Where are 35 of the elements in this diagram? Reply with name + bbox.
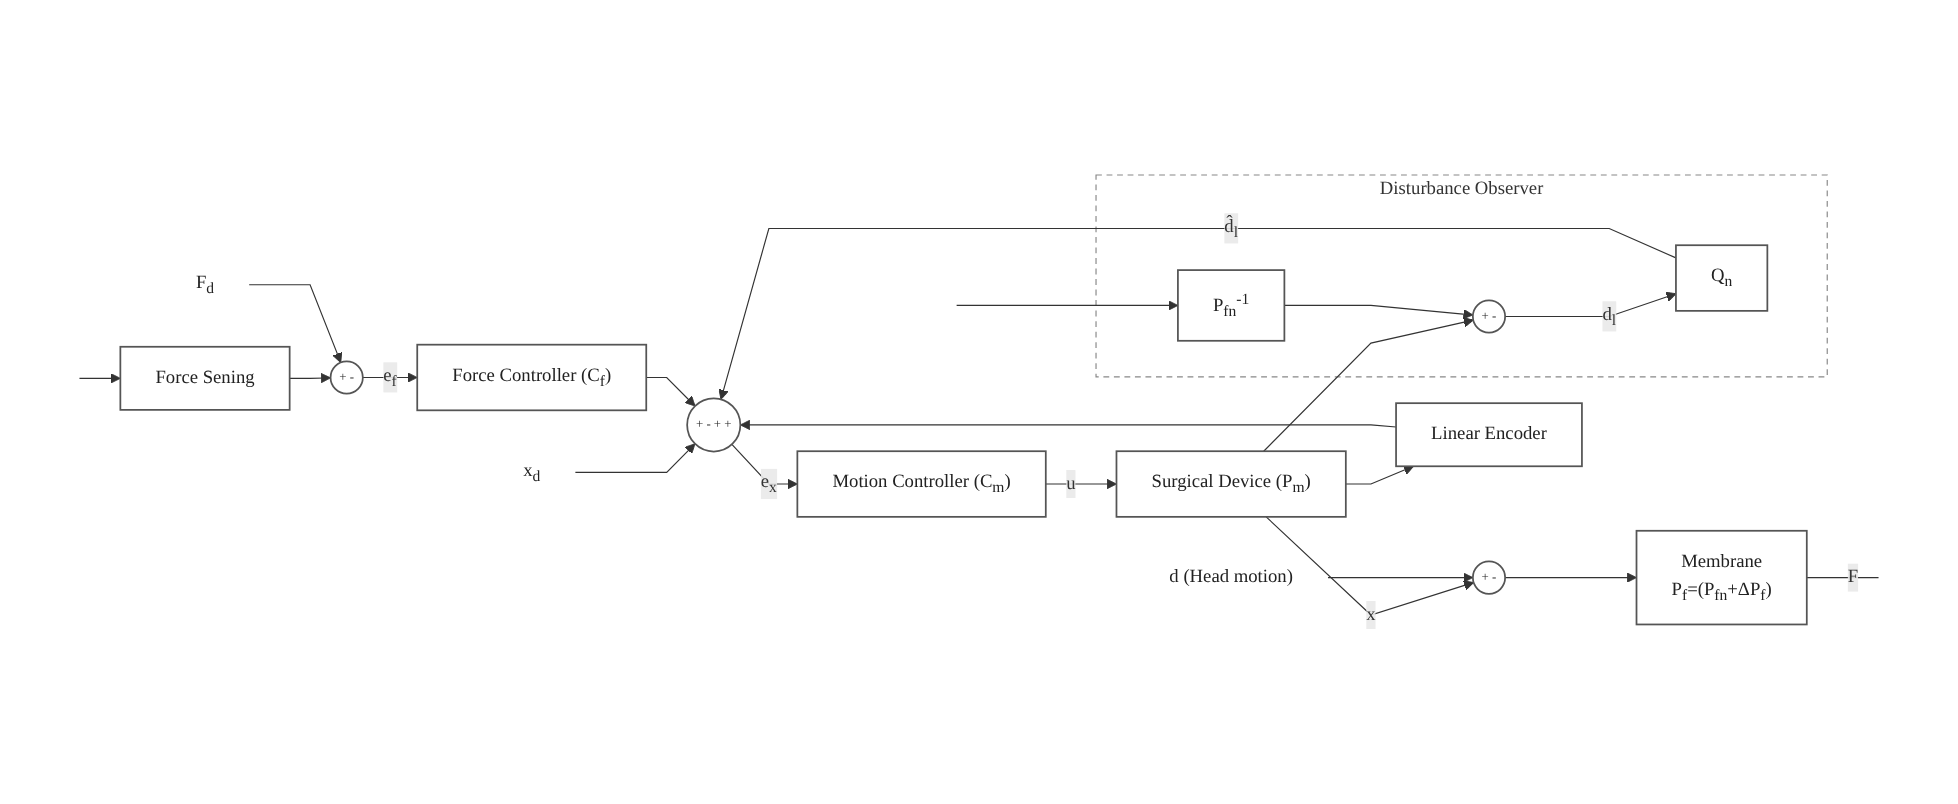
edge-label: d̂$_{l}$: [1224, 216, 1238, 241]
node-box: Q$_{n}$: [1675, 244, 1769, 312]
node-box: Membrane P$_{f}$=(P$_{fn}$+ΔP$_{f}$): [1635, 529, 1808, 626]
node-box: Force Sening: [119, 345, 291, 411]
arrow: [78, 373, 121, 384]
arrow: [248, 284, 343, 363]
arrow: [1504, 572, 1637, 583]
node-box: Surgical Device (P$_{m}$): [1115, 450, 1347, 518]
node-text: x$_{d}$: [523, 460, 541, 485]
arrow: [1504, 291, 1677, 318]
arrow: [1265, 516, 1475, 616]
node-box: Motion Controller (C$_{m}$): [796, 450, 1047, 518]
arrow: [574, 443, 696, 473]
arrow: [1045, 478, 1117, 490]
connector: [1806, 577, 1880, 579]
node-text: d (Head motion): [1169, 567, 1293, 587]
edge-label: e$_{x}$: [760, 472, 777, 496]
arrow: [739, 419, 1397, 431]
edge-label: d$_{l}$: [1602, 304, 1617, 329]
arrow: [289, 372, 331, 384]
edge-label: u: [1066, 473, 1076, 494]
node-box: Linear Encoder: [1395, 402, 1583, 468]
arrow: [956, 300, 1179, 311]
arrow: [1327, 572, 1474, 583]
arrow: [645, 376, 696, 407]
edge-label: x: [1366, 604, 1376, 625]
arrow: [362, 372, 418, 383]
edge-label: F: [1847, 567, 1859, 587]
arrow: [718, 227, 1677, 400]
arrow: [1345, 465, 1414, 485]
node-text: F$_{d}$: [195, 272, 215, 297]
arrow: [1283, 304, 1474, 320]
node-box: Force Controller (C$_{f}$): [416, 343, 648, 412]
arrow: [1263, 317, 1474, 452]
edge-label: e$_{f}$: [383, 365, 397, 390]
